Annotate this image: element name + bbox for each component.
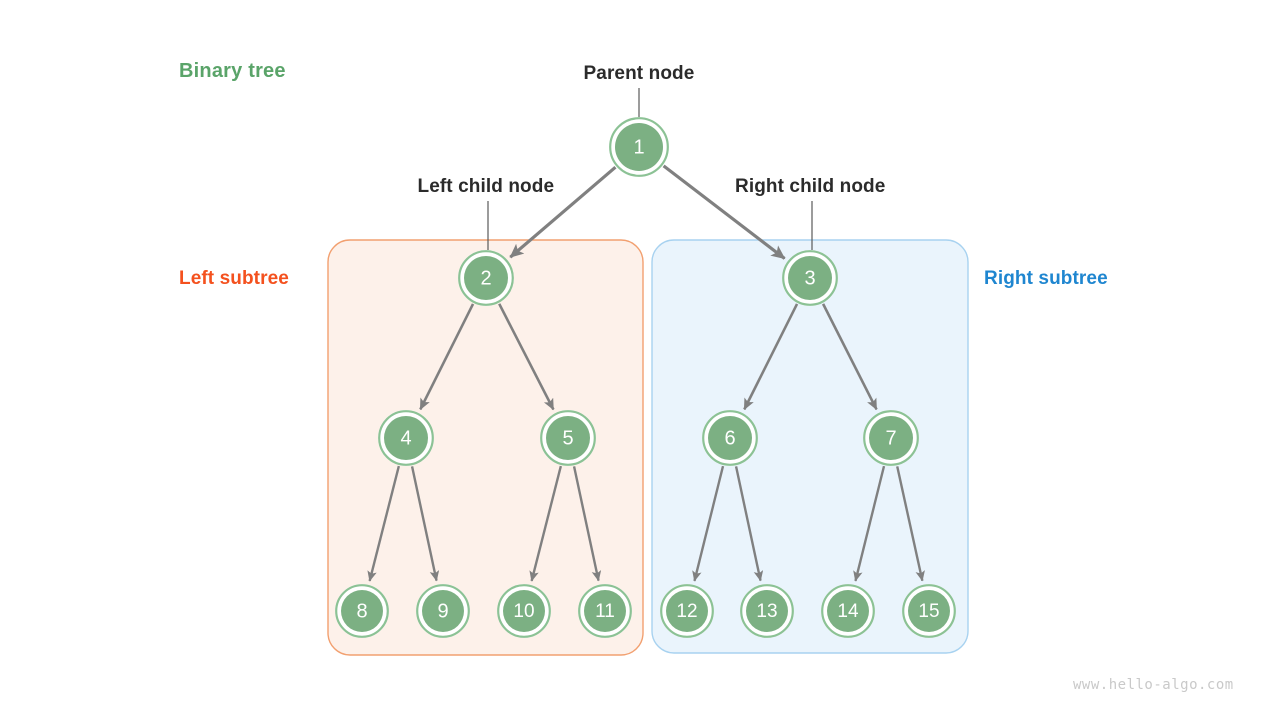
node-value: 8 [356,601,367,623]
node-ring [821,584,875,638]
tree-node-10[interactable]: 10 [497,584,551,638]
node-ring [378,410,434,466]
tree-edge-4-8 [367,465,401,582]
node-value: 4 [400,428,411,450]
node-ring [540,410,596,466]
left-subtree-panel [327,239,644,656]
tree-node-6[interactable]: 6 [702,410,758,466]
node-value: 6 [724,428,735,450]
node-ring [660,584,714,638]
tree-node-4[interactable]: 4 [378,410,434,466]
node-ring [458,250,514,306]
tree-edge-5-10 [529,465,563,582]
node-disc [615,123,663,171]
tree-node-7[interactable]: 7 [863,410,919,466]
parent-node-annotation: Parent node [583,63,695,84]
tree-edge-1-2 [509,165,617,259]
node-disc [584,590,626,632]
site-watermark: www.hello-algo.com [1073,677,1234,693]
tree-edge-6-12 [692,465,725,582]
node-ring [497,584,551,638]
node-disc [546,416,590,460]
node-value: 14 [837,601,859,622]
node-disc [708,416,752,460]
tree-node-2[interactable]: 2 [458,250,514,306]
tree-edge-3-6 [743,303,799,411]
node-value: 13 [756,601,777,622]
node-value: 7 [885,428,896,450]
left-child-node-annotation: Left child node [417,176,555,197]
tree-edge-3-7 [821,303,878,411]
node-disc [341,590,383,632]
node-value: 5 [562,428,573,450]
node-ring [740,584,794,638]
node-disc [464,256,508,300]
node-value: 1 [633,137,644,159]
node-ring [416,584,470,638]
node-value: 11 [595,601,615,622]
node-disc [746,590,788,632]
tree-edge-5-11 [572,466,602,582]
tree-edge-6-13 [734,466,764,582]
tree-node-14[interactable]: 14 [821,584,875,638]
node-disc [422,590,464,632]
node-disc [788,256,832,300]
node-ring [863,410,919,466]
left-subtree-label: Left subtree [179,268,289,289]
node-ring [609,117,669,177]
node-value: 10 [513,601,534,622]
node-ring [782,250,838,306]
node-disc [384,416,428,460]
node-ring [578,584,632,638]
node-value: 2 [480,268,491,290]
node-disc [503,590,545,632]
annotation-leader-lines [487,88,813,250]
right-subtree-panel [651,239,969,654]
node-value: 9 [437,601,448,623]
right-subtree-label: Right subtree [984,268,1108,289]
node-ring [902,584,956,638]
tree-edge-7-15 [896,466,925,582]
node-value: 12 [676,601,697,622]
tree-node-13[interactable]: 13 [740,584,794,638]
subtree-panels [327,239,969,656]
tree-node-8[interactable]: 8 [335,584,389,638]
tree-node-12[interactable]: 12 [660,584,714,638]
node-value: 15 [918,601,939,622]
tree-node-5[interactable]: 5 [540,410,596,466]
node-ring [702,410,758,466]
tree-node-3[interactable]: 3 [782,250,838,306]
tree-node-9[interactable]: 9 [416,584,470,638]
tree-node-1[interactable]: 1 [609,117,669,177]
tree-node-11[interactable]: 11 [578,584,632,638]
tree-edge-4-9 [410,466,440,582]
node-disc [827,590,869,632]
tree-edge-1-3 [662,164,786,260]
tree-edges [367,164,925,582]
tree-edge-2-4 [419,303,475,411]
node-disc [869,416,913,460]
page-title: Binary tree [179,60,286,82]
tree-edge-2-5 [498,303,555,411]
right-child-node-annotation: Right child node [735,176,886,197]
node-value: 3 [804,268,815,290]
tree-node-15[interactable]: 15 [902,584,956,638]
node-disc [908,590,950,632]
tree-edge-7-14 [853,465,886,582]
node-ring [335,584,389,638]
node-disc [666,590,708,632]
